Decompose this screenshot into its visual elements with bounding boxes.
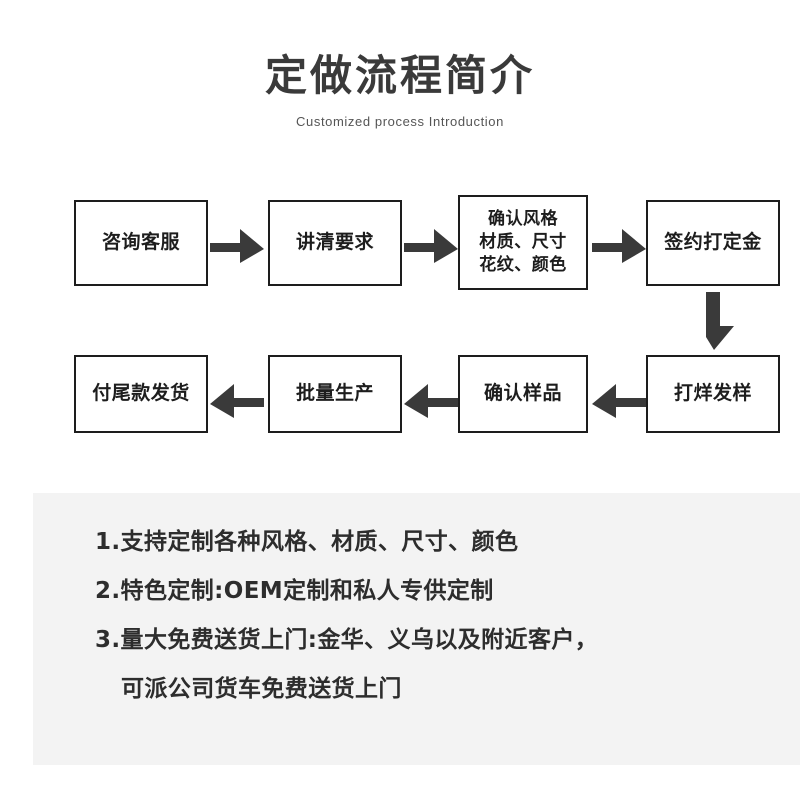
flow-node-sign-deposit: 签约打定金 xyxy=(646,200,780,286)
arrow-down-icon xyxy=(698,292,738,350)
flow-node-confirm-sample: 确认样品 xyxy=(458,355,588,433)
flow-node-line: 批量生产 xyxy=(295,382,374,405)
flow-node-line: 确认样品 xyxy=(483,382,562,405)
note-item-continuation: 可派公司货车免费送货上门 xyxy=(121,676,402,702)
arrow-right-icon xyxy=(210,223,264,263)
process-flowchart: 咨询客服 讲清要求 确认风格 材质、尺寸 花纹、颜色 签约打定金 付尾款发货 批… xyxy=(74,195,780,433)
note-item: 1.支持定制各种风格、材质、尺寸、颜色 xyxy=(95,529,519,555)
page-title: 定做流程简介 xyxy=(264,51,535,100)
flow-node-line: 咨询客服 xyxy=(101,231,180,254)
notes-list: 1.支持定制各种风格、材质、尺寸、颜色 2.特色定制:OEM定制和私人专供定制 … xyxy=(95,531,780,701)
flow-node-line: 打烊发样 xyxy=(673,382,752,405)
flow-node-line: 付尾款发货 xyxy=(92,382,190,405)
arrow-left-icon xyxy=(404,378,458,418)
flow-node-line: 材质、尺寸 xyxy=(479,231,567,252)
flow-node-line: 花纹、颜色 xyxy=(479,255,567,276)
note-item: 3.量大免费送货上门:金华、义乌以及附近客户， xyxy=(95,627,599,653)
flow-node-line: 讲清要求 xyxy=(295,231,374,254)
flow-node-make-send-sample: 打烊发样 xyxy=(646,355,780,433)
flow-node-final-payment-shipping: 付尾款发货 xyxy=(74,355,208,433)
flow-node-confirm-style: 确认风格 材质、尺寸 花纹、颜色 xyxy=(458,195,588,290)
page-header: 定做流程简介 Customized process Introduction xyxy=(0,51,800,130)
arrow-right-icon xyxy=(592,223,646,263)
arrow-right-icon xyxy=(404,223,458,263)
flow-node-line: 签约打定金 xyxy=(664,231,762,254)
flow-node-line: 确认风格 xyxy=(488,208,558,229)
note-item: 2.特色定制:OEM定制和私人专供定制 xyxy=(95,578,494,604)
page-subtitle: Customized process Introduction xyxy=(296,114,504,130)
flow-node-mass-production: 批量生产 xyxy=(268,355,402,433)
notes-panel: 1.支持定制各种风格、材质、尺寸、颜色 2.特色定制:OEM定制和私人专供定制 … xyxy=(33,493,800,765)
flow-node-consult-service: 咨询客服 xyxy=(74,200,208,286)
arrow-left-icon xyxy=(210,378,264,418)
flow-node-state-requirements: 讲清要求 xyxy=(268,200,402,286)
arrow-left-icon xyxy=(592,378,646,418)
